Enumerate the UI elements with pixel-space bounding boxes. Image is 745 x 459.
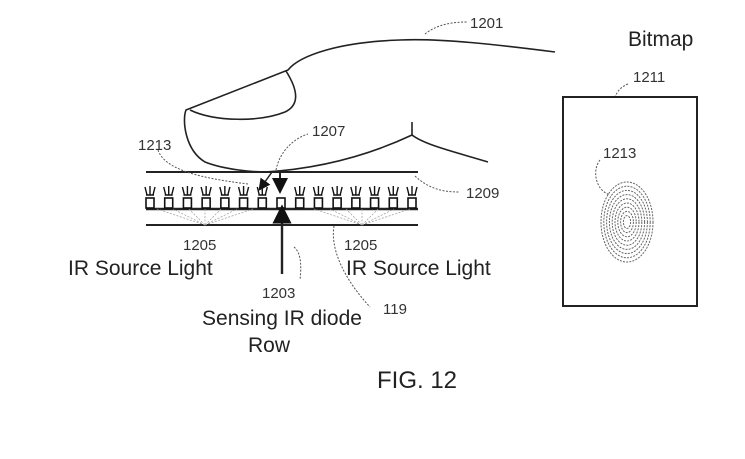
ir-emitter-glyph (144, 186, 156, 196)
light-ray (313, 208, 363, 226)
sensor-cell (351, 197, 361, 209)
leader-1209 (414, 175, 461, 193)
ir-emitter-glyph (219, 186, 231, 196)
fingernail (189, 70, 297, 121)
ref-1203: 1203 (262, 285, 295, 302)
ir-emitter-glyph (200, 186, 212, 196)
ref-1205-left: 1205 (183, 237, 216, 254)
sensor-cell (220, 197, 230, 209)
leader-1213-bitmap (595, 159, 611, 196)
finger-underside (411, 134, 489, 163)
sensor-cell (276, 197, 286, 209)
ref-119: 119 (383, 301, 407, 318)
light-ray (188, 208, 206, 226)
ir-emitter-glyph (368, 186, 381, 196)
finger-outline (183, 38, 556, 173)
sensor-cell (145, 197, 155, 209)
ref-1205-right: 1205 (344, 237, 377, 254)
light-ray (172, 208, 206, 226)
fingerprint-image (600, 181, 654, 263)
leader-1213-finger (157, 149, 249, 185)
ir-emitter-glyph (331, 186, 343, 196)
sensor-cell (332, 197, 342, 209)
sensor-cell (313, 197, 324, 209)
leader-1201 (424, 21, 469, 35)
label-ir-source-right: IR Source Light (346, 257, 491, 280)
fingerprint-ridge (614, 202, 640, 242)
light-ray (361, 208, 411, 226)
ref-1209: 1209 (466, 185, 499, 202)
bitmap-title: Bitmap (628, 28, 693, 51)
ref-1213-finger: 1213 (138, 137, 171, 154)
sensor-cell (369, 197, 380, 209)
fingerprint-ridge (608, 194, 646, 250)
reflected-arrow (258, 171, 273, 191)
ir-emitter-glyph (406, 186, 418, 196)
leader-1207 (275, 133, 309, 171)
light-ray (361, 208, 395, 226)
fingerprint-ridge (620, 210, 634, 234)
sensor-cells (144, 186, 418, 209)
light-ray (345, 208, 363, 226)
ref-1201: 1201 (470, 15, 503, 32)
sensor-cell (407, 197, 417, 209)
leader-1211 (614, 83, 629, 98)
bitmap-frame (562, 96, 698, 307)
light-ray (204, 208, 222, 226)
label-sensing-row-line2: Row (248, 334, 291, 357)
sensor-cell (163, 197, 174, 209)
sensor-cell (201, 197, 211, 209)
ir-emitter-glyph (256, 186, 268, 196)
figure-caption: FIG. 12 (377, 367, 457, 394)
ir-emitter-glyph (294, 186, 306, 196)
ir-emitter-glyph (312, 186, 325, 196)
label-sensing-row-line1: Sensing IR diode (202, 307, 362, 330)
leader-1203 (293, 246, 302, 281)
sensor-cell (294, 197, 305, 209)
light-ray (156, 208, 206, 226)
fingerprint-ridge (603, 185, 651, 259)
light-ray (204, 208, 238, 226)
finger (183, 38, 556, 173)
fingerprint-ridge (606, 189, 648, 255)
label-ir-source-left: IR Source Light (68, 257, 213, 280)
ref-1207: 1207 (312, 123, 345, 140)
ref-1213-bitmap: 1213 (603, 145, 636, 162)
sensor-cell (182, 197, 193, 209)
ir-emitter-glyph (163, 186, 175, 196)
ir-emitter-glyph (387, 186, 399, 196)
fingerprint-ridge (617, 206, 637, 238)
light-ray (361, 208, 379, 226)
ir-emitter-glyph (237, 186, 250, 196)
sensor-cell (238, 197, 249, 209)
ref-1211: 1211 (633, 69, 665, 86)
ir-emitter-glyph (181, 186, 194, 196)
fingerprint-ridge (600, 181, 654, 263)
leader-119 (332, 225, 371, 308)
light-ray (204, 208, 254, 226)
ir-emitter-glyph (350, 186, 362, 196)
fingerprint-ridge (622, 215, 632, 229)
light-rays (156, 208, 411, 226)
fingerprint-ridge (611, 198, 643, 246)
light-ray (329, 208, 363, 226)
sensor-cell (257, 197, 268, 209)
sensor-stack (144, 171, 418, 226)
sensor-cell (388, 197, 399, 209)
